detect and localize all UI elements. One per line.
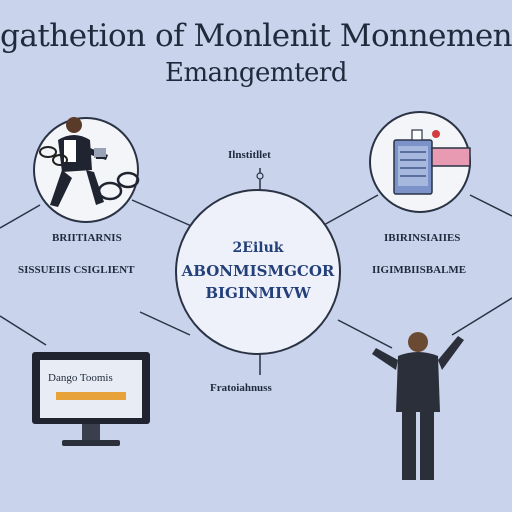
center-label-2: ABONMISMGCOR <box>181 262 335 280</box>
right-node-label: IBIRINSIAIIES <box>384 232 461 244</box>
monitor-screen-text: Dango Toomis <box>48 372 113 384</box>
connector-line <box>0 204 41 229</box>
connector-line <box>321 194 379 227</box>
diagram-subtitle: Emangemterd <box>165 58 347 88</box>
connector-line <box>0 315 47 346</box>
monitor-icon <box>32 352 150 446</box>
diagram-title: gathetion of Monlenit Monnemen <box>0 18 512 54</box>
connector-dot <box>256 172 264 180</box>
ring-icon <box>97 181 123 201</box>
center-label-3: BIGINMIVW <box>205 284 311 302</box>
ring-icon <box>116 171 140 189</box>
device-icon <box>393 129 471 195</box>
bottom-label: Fratoiahnuss <box>210 382 272 394</box>
connector-line <box>451 297 512 336</box>
center-circle <box>175 189 341 355</box>
top-label: Ilnstitllet <box>228 149 271 161</box>
connector-line <box>469 194 512 217</box>
connector-line <box>139 311 191 336</box>
connector-line <box>131 199 197 229</box>
connector-line <box>337 319 393 349</box>
center-label-1: 2Eiluk <box>232 240 284 256</box>
left-node-sublabel: SISSUEIIS CSIGLIENT <box>18 264 135 276</box>
left-node-label: BRIITIARNIS <box>52 232 122 244</box>
presenter-icon <box>372 332 464 480</box>
right-node-sublabel: IIGIMBIISBALME <box>372 264 467 276</box>
